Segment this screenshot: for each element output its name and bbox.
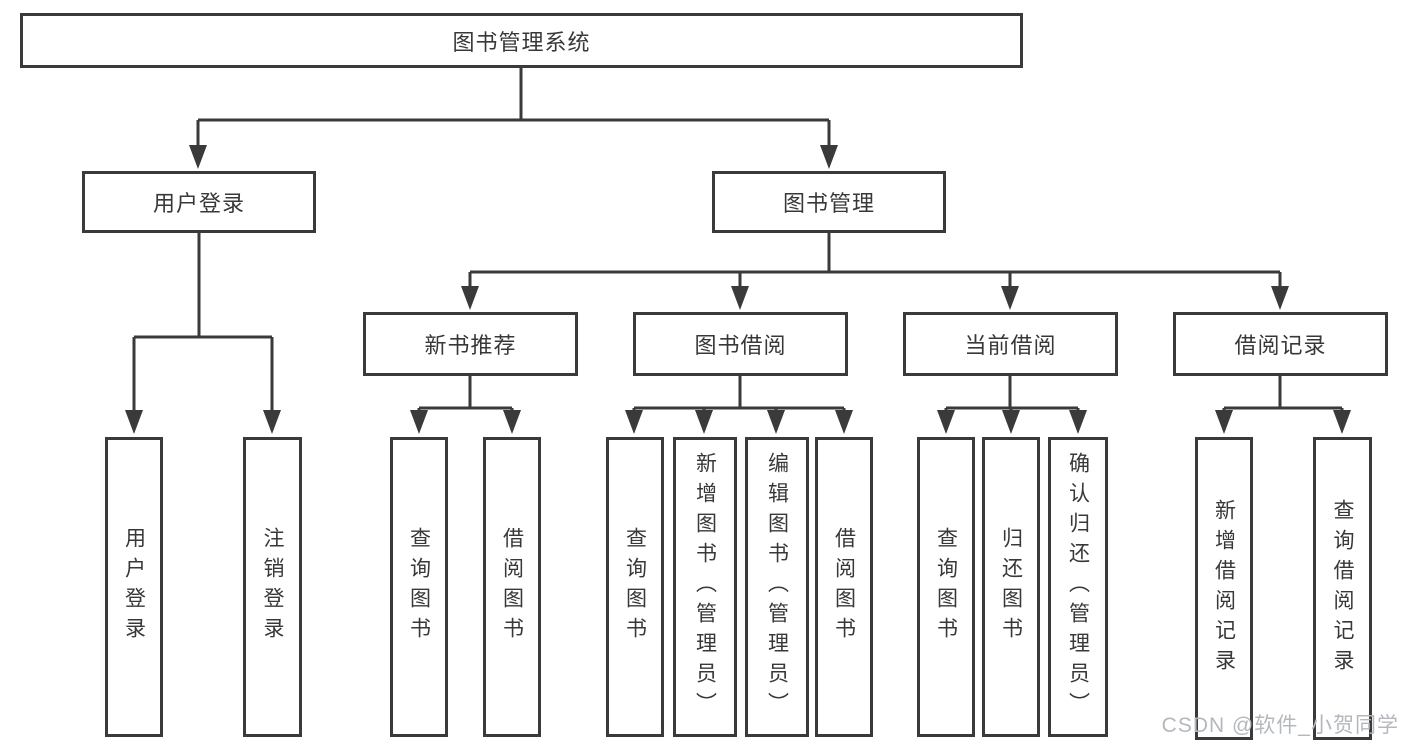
node-leaf-record-add: 新增借阅记录 [1195,437,1253,740]
node-leaf-current-query: 查询图书 [917,437,975,737]
arrow-icon [835,410,853,434]
connector-book-borrow [632,376,846,414]
arrow-icon [1333,410,1351,434]
node-leaf-borrow-edit-label: 编辑图书（管理员） [765,452,789,722]
node-leaf-borrow-borrow-label: 借阅图书 [832,527,856,647]
connector-new-book [417,376,514,414]
node-user-login: 用户登录 [82,171,316,233]
node-leaf-record-add-label: 新增借阅记录 [1212,498,1236,679]
node-root-label: 图书管理系统 [452,29,591,55]
connector-book-management [468,233,1282,289]
node-leaf-borrow-edit: 编辑图书（管理员） [745,437,809,737]
node-leaf-record-query-label: 查询借阅记录 [1331,498,1354,679]
node-book-borrow-label: 图书借阅 [694,333,787,358]
watermark: CSDN @软件_小贺同学 [1161,714,1399,737]
node-new-book-recommend: 新书推荐 [363,312,578,376]
node-book-management-label: 图书管理 [782,191,875,216]
arrow-icon [695,410,713,434]
arrow-icon [625,410,643,434]
node-leaf-newbook-borrow-label: 借阅图书 [500,527,524,647]
connector-borrow-records [1222,376,1344,414]
arrow-icon [503,410,521,434]
arrow-icon [1002,410,1020,434]
node-root: 图书管理系统 [20,13,1023,68]
node-leaf-newbook-query-label: 查询图书 [407,527,431,647]
node-leaf-current-return-label: 归还图书 [999,527,1023,647]
node-current-borrow: 当前借阅 [903,312,1118,376]
node-leaf-borrow-add: 新增图书（管理员） [673,437,737,737]
arrow-icon [461,286,479,310]
node-user-login-label: 用户登录 [152,191,245,216]
connector-user-login [132,233,274,412]
node-leaf-borrow-borrow: 借阅图书 [815,437,873,737]
node-leaf-newbook-borrow: 借阅图书 [483,437,541,737]
arrow-icon [263,410,281,434]
node-leaf-borrow-query-label: 查询图书 [623,527,647,647]
node-leaf-user-login: 用户登录 [105,437,163,737]
node-leaf-borrow-query: 查询图书 [606,437,664,737]
arrow-icon [1069,410,1087,434]
arrow-icon [1001,286,1019,310]
node-current-borrow-label: 当前借阅 [964,333,1057,358]
arrow-icon [937,410,955,434]
node-leaf-logout-label: 注销登录 [261,527,284,647]
arrow-icon [820,145,838,169]
node-leaf-current-query-label: 查询图书 [934,527,958,647]
node-leaf-logout: 注销登录 [243,437,302,737]
arrowheads [125,145,1351,434]
node-leaf-borrow-add-label: 新增图书（管理员） [693,452,717,722]
connector-root [196,68,831,148]
node-leaf-record-query: 查询借阅记录 [1313,437,1372,740]
arrow-icon [731,286,749,310]
node-leaf-current-confirm: 确认归还（管理员） [1048,437,1108,737]
node-leaf-newbook-query: 查询图书 [390,437,448,737]
arrow-icon [1271,286,1289,310]
arrow-icon [125,410,143,434]
node-borrow-records-label: 借阅记录 [1234,333,1327,358]
node-borrow-records: 借阅记录 [1173,312,1388,376]
arrow-icon [1215,410,1233,434]
node-leaf-current-confirm-label: 确认归还（管理员） [1066,452,1090,722]
node-leaf-user-login-label: 用户登录 [122,527,146,647]
node-book-management: 图书管理 [712,171,946,233]
node-new-book-recommend-label: 新书推荐 [424,333,517,358]
node-leaf-current-return: 归还图书 [982,437,1040,737]
arrow-icon [767,410,785,434]
node-book-borrow: 图书借阅 [633,312,848,376]
arrow-icon [189,145,207,169]
connector-current-borrow [944,376,1080,414]
arrow-icon [410,410,428,434]
